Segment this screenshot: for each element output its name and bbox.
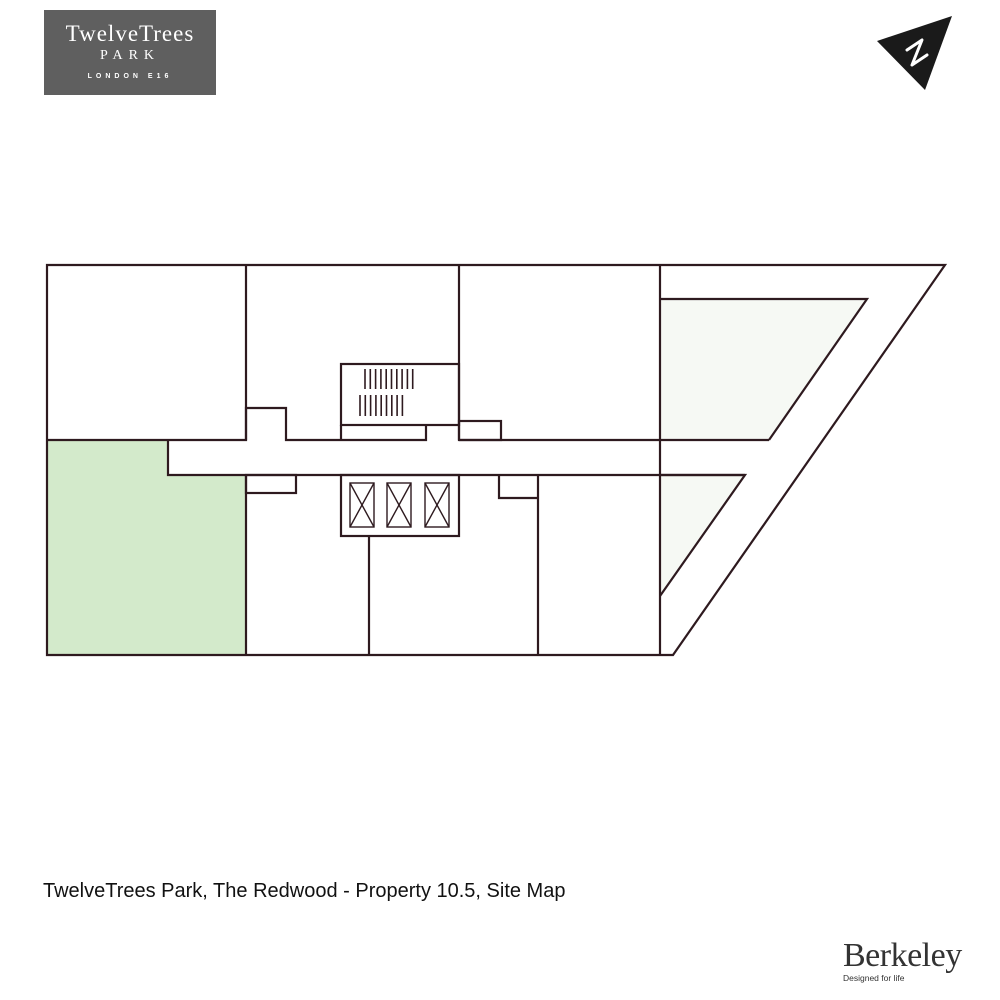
walls <box>45 263 948 657</box>
lift-icon <box>386 482 412 528</box>
berkeley-logo: Berkeley Designed for life <box>843 937 962 984</box>
twelvetrees-park-logo: TwelveTrees PARK LONDON E16 <box>44 10 216 95</box>
riser-box <box>457 419 503 442</box>
logo-location: LONDON E16 <box>87 73 173 80</box>
brand-name: Berkeley <box>843 937 962 974</box>
riser-box <box>244 473 298 495</box>
brand-tagline: Designed for life <box>843 973 905 983</box>
terrace-upper-edge <box>660 297 870 441</box>
corridor-left-end <box>166 440 745 477</box>
lift-icon <box>424 482 450 528</box>
highlighted-property-10-5[interactable] <box>47 441 246 655</box>
riser-box <box>497 475 538 500</box>
lift-core <box>339 473 461 538</box>
lift-icon <box>349 482 375 528</box>
stair-core <box>339 362 461 427</box>
logo-title: TwelveTrees <box>65 21 195 46</box>
north-arrow-icon: N <box>877 16 952 90</box>
building-outline <box>45 263 948 657</box>
map-caption: TwelveTrees Park, The Redwood - Property… <box>43 880 566 902</box>
corridor-top-left <box>47 406 428 442</box>
logo-subtitle: PARK <box>99 48 161 63</box>
terrace-upper <box>660 299 867 440</box>
